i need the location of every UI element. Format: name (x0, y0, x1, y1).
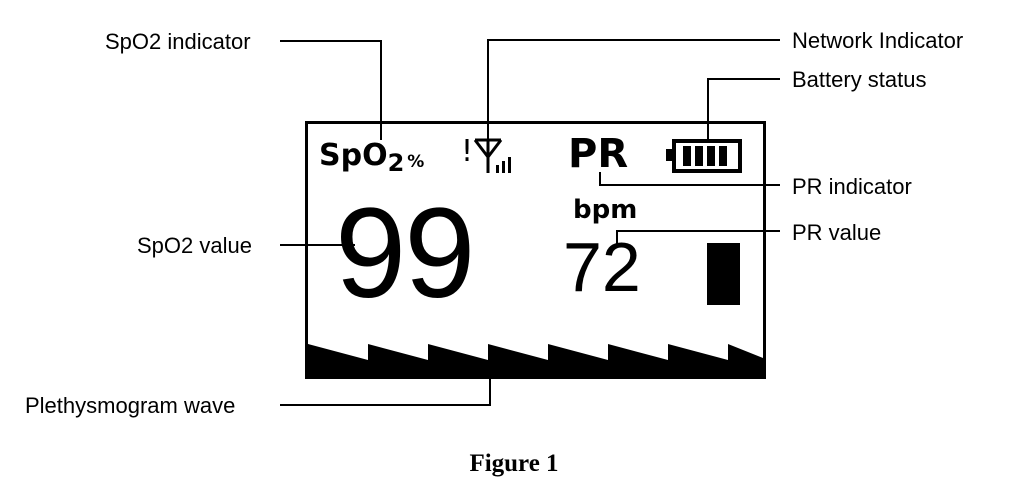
callout-pr-indicator: PR indicator (792, 174, 912, 199)
callout-network-indicator: Network Indicator (792, 28, 964, 53)
oximeter-screen (305, 121, 766, 379)
pulse-bar-icon (707, 243, 740, 305)
spo2-indicator: SpO2% (319, 138, 425, 176)
callout-spo2-indicator: SpO2 indicator (105, 29, 251, 54)
leader-network-indicator (487, 39, 780, 140)
leader-pr-indicator (599, 172, 780, 186)
leader-spo2-indicator (280, 40, 382, 140)
pr-indicator: PR (568, 131, 629, 177)
callout-pr-value: PR value (792, 220, 882, 245)
pr-unit: bpm (573, 195, 638, 225)
leader-pr-value (616, 230, 780, 247)
figure-caption: Figure 1 (469, 450, 559, 477)
spo2-label: SpO (319, 138, 388, 173)
alarm-mark: ! (461, 134, 474, 169)
leader-pleth-wave (280, 378, 491, 406)
spo2-reading: 99 (335, 182, 475, 325)
pleth-wave-icon (308, 344, 763, 376)
callout-battery-status: Battery status (792, 67, 927, 92)
spo2-subscript: 2 (387, 149, 405, 177)
spo2-unit: % (407, 152, 425, 172)
callout-pleth-wave: Plethysmogram wave (25, 393, 236, 418)
antenna-signal-icon (473, 138, 511, 173)
pr-reading: 72 (563, 228, 641, 306)
battery-icon (666, 139, 742, 173)
callout-spo2-value: SpO2 value (137, 233, 252, 258)
